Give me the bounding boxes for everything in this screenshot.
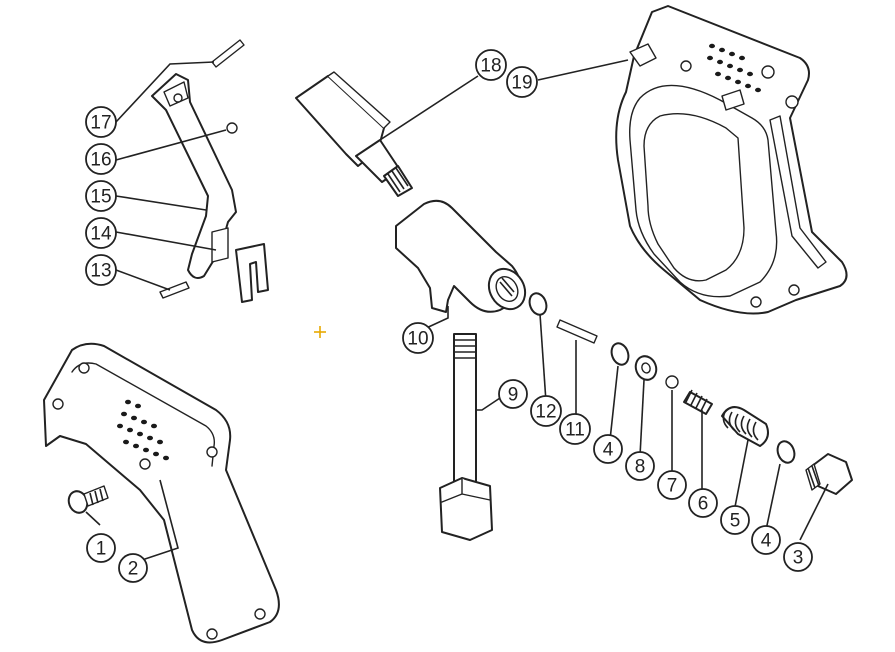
housing-left-vent-holes — [117, 399, 169, 461]
callout-15: 15 — [85, 180, 117, 212]
svg-text:17: 17 — [90, 113, 111, 134]
part-spring-6 — [683, 389, 713, 415]
callout-2: 2 — [118, 553, 148, 583]
part-oring-4-lower — [776, 440, 796, 464]
callout-19: 19 — [506, 66, 538, 98]
svg-text:3: 3 — [793, 548, 804, 569]
callout-18: 18 — [475, 49, 507, 81]
part-housing-left — [43, 342, 280, 644]
svg-text:15: 15 — [90, 187, 111, 208]
crosshair-marker — [314, 326, 326, 338]
callout-11: 11 — [559, 413, 591, 445]
part-trigger-assembly — [151, 39, 269, 303]
callout-9: 9 — [498, 379, 528, 409]
callout-3: 3 — [783, 542, 813, 572]
callout-4-upper: 4 — [593, 434, 623, 464]
svg-text:4: 4 — [603, 440, 614, 461]
leader-lines — [85, 59, 829, 561]
svg-text:10: 10 — [407, 329, 428, 350]
part-tee-body — [395, 199, 527, 313]
part-ball-7 — [665, 375, 679, 389]
svg-text:14: 14 — [90, 224, 112, 245]
svg-text:7: 7 — [667, 476, 678, 497]
callout-1: 1 — [86, 533, 116, 563]
callout-6: 6 — [688, 488, 718, 518]
part-washer-8 — [634, 355, 658, 381]
svg-text:12: 12 — [535, 402, 556, 423]
svg-text:8: 8 — [635, 457, 646, 478]
part-spring-5 — [721, 406, 769, 447]
part-plug-3 — [805, 453, 853, 495]
callout-8: 8 — [625, 451, 655, 481]
svg-text:5: 5 — [730, 511, 741, 532]
callout-7: 7 — [657, 470, 687, 500]
svg-text:19: 19 — [511, 73, 532, 94]
callout-16: 16 — [85, 143, 117, 175]
callout-17: 17 — [85, 106, 117, 138]
part-screw — [67, 485, 109, 514]
callout-4-lower: 4 — [751, 525, 781, 555]
callout-5: 5 — [720, 505, 750, 535]
svg-text:2: 2 — [128, 559, 139, 580]
part-housing-right — [615, 5, 848, 315]
callout-13: 13 — [85, 254, 117, 286]
part-pin-11 — [556, 319, 598, 344]
part-oring-12 — [528, 292, 548, 316]
part-inlet-fitting — [295, 71, 413, 197]
part-oring-4-upper — [610, 342, 630, 366]
part-lance-tube — [439, 333, 493, 541]
svg-text:18: 18 — [480, 56, 501, 77]
svg-text:6: 6 — [698, 494, 709, 515]
svg-text:9: 9 — [508, 385, 519, 406]
callouts: 1 2 3 4 4 5 6 7 — [85, 49, 813, 583]
callout-10: 10 — [402, 322, 434, 354]
svg-text:13: 13 — [90, 261, 111, 282]
callout-12: 12 — [530, 395, 562, 427]
svg-text:16: 16 — [90, 150, 111, 171]
svg-text:4: 4 — [761, 531, 772, 552]
svg-text:1: 1 — [96, 539, 107, 560]
callout-14: 14 — [85, 217, 117, 249]
housing-right-vent-holes — [707, 43, 761, 93]
svg-text:11: 11 — [565, 420, 585, 441]
